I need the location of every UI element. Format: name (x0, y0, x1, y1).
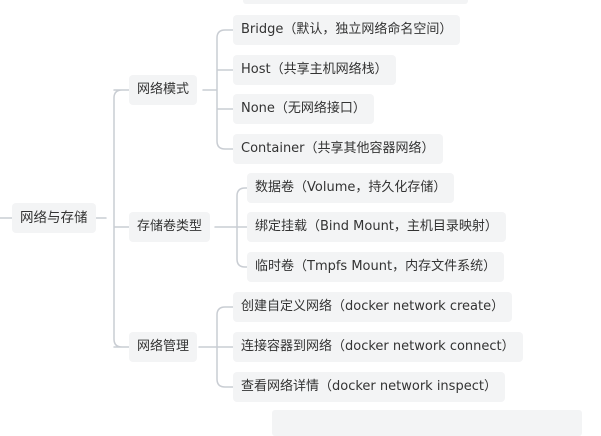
branch-node-network-modes[interactable]: 网络模式 (129, 75, 198, 105)
connector-lines (0, 29, 248, 388)
leaf-node-none[interactable]: None（无网络接口） (233, 94, 374, 124)
connector-branch2-leaves (214, 187, 248, 268)
cropped-node-top (243, 0, 468, 4)
leaf-node-host[interactable]: Host（共享主机网络栈） (233, 55, 396, 85)
mindmap-root-node[interactable]: 网络与存储 (12, 203, 96, 233)
leaf-node-volume[interactable]: 数据卷（Volume，持久化存储） (247, 173, 455, 203)
leaf-node-bind-mount[interactable]: 绑定挂载（Bind Mount，主机目录映射） (247, 212, 506, 242)
connector-branch1-leaves (202, 29, 234, 150)
branch-node-volume-types[interactable]: 存储卷类型 (129, 212, 211, 242)
leaf-node-container[interactable]: Container（共享其他容器网络） (233, 134, 443, 164)
connector-root-branches (95, 89, 130, 348)
leaf-node-bridge[interactable]: Bridge（默认，独立网络命名空间） (233, 15, 461, 45)
branch-node-network-management[interactable]: 网络管理 (129, 332, 198, 362)
leaf-node-tmpfs[interactable]: 临时卷（Tmpfs Mount，内存文件系统） (247, 252, 505, 282)
leaf-node-network-inspect[interactable]: 查看网络详情（docker network inspect） (233, 372, 505, 402)
leaf-node-network-create[interactable]: 创建自定义网络（docker network create） (233, 292, 513, 322)
leaf-node-network-connect[interactable]: 连接容器到网络（docker network connect） (233, 332, 523, 362)
connector-branch3-leaves (198, 306, 234, 388)
